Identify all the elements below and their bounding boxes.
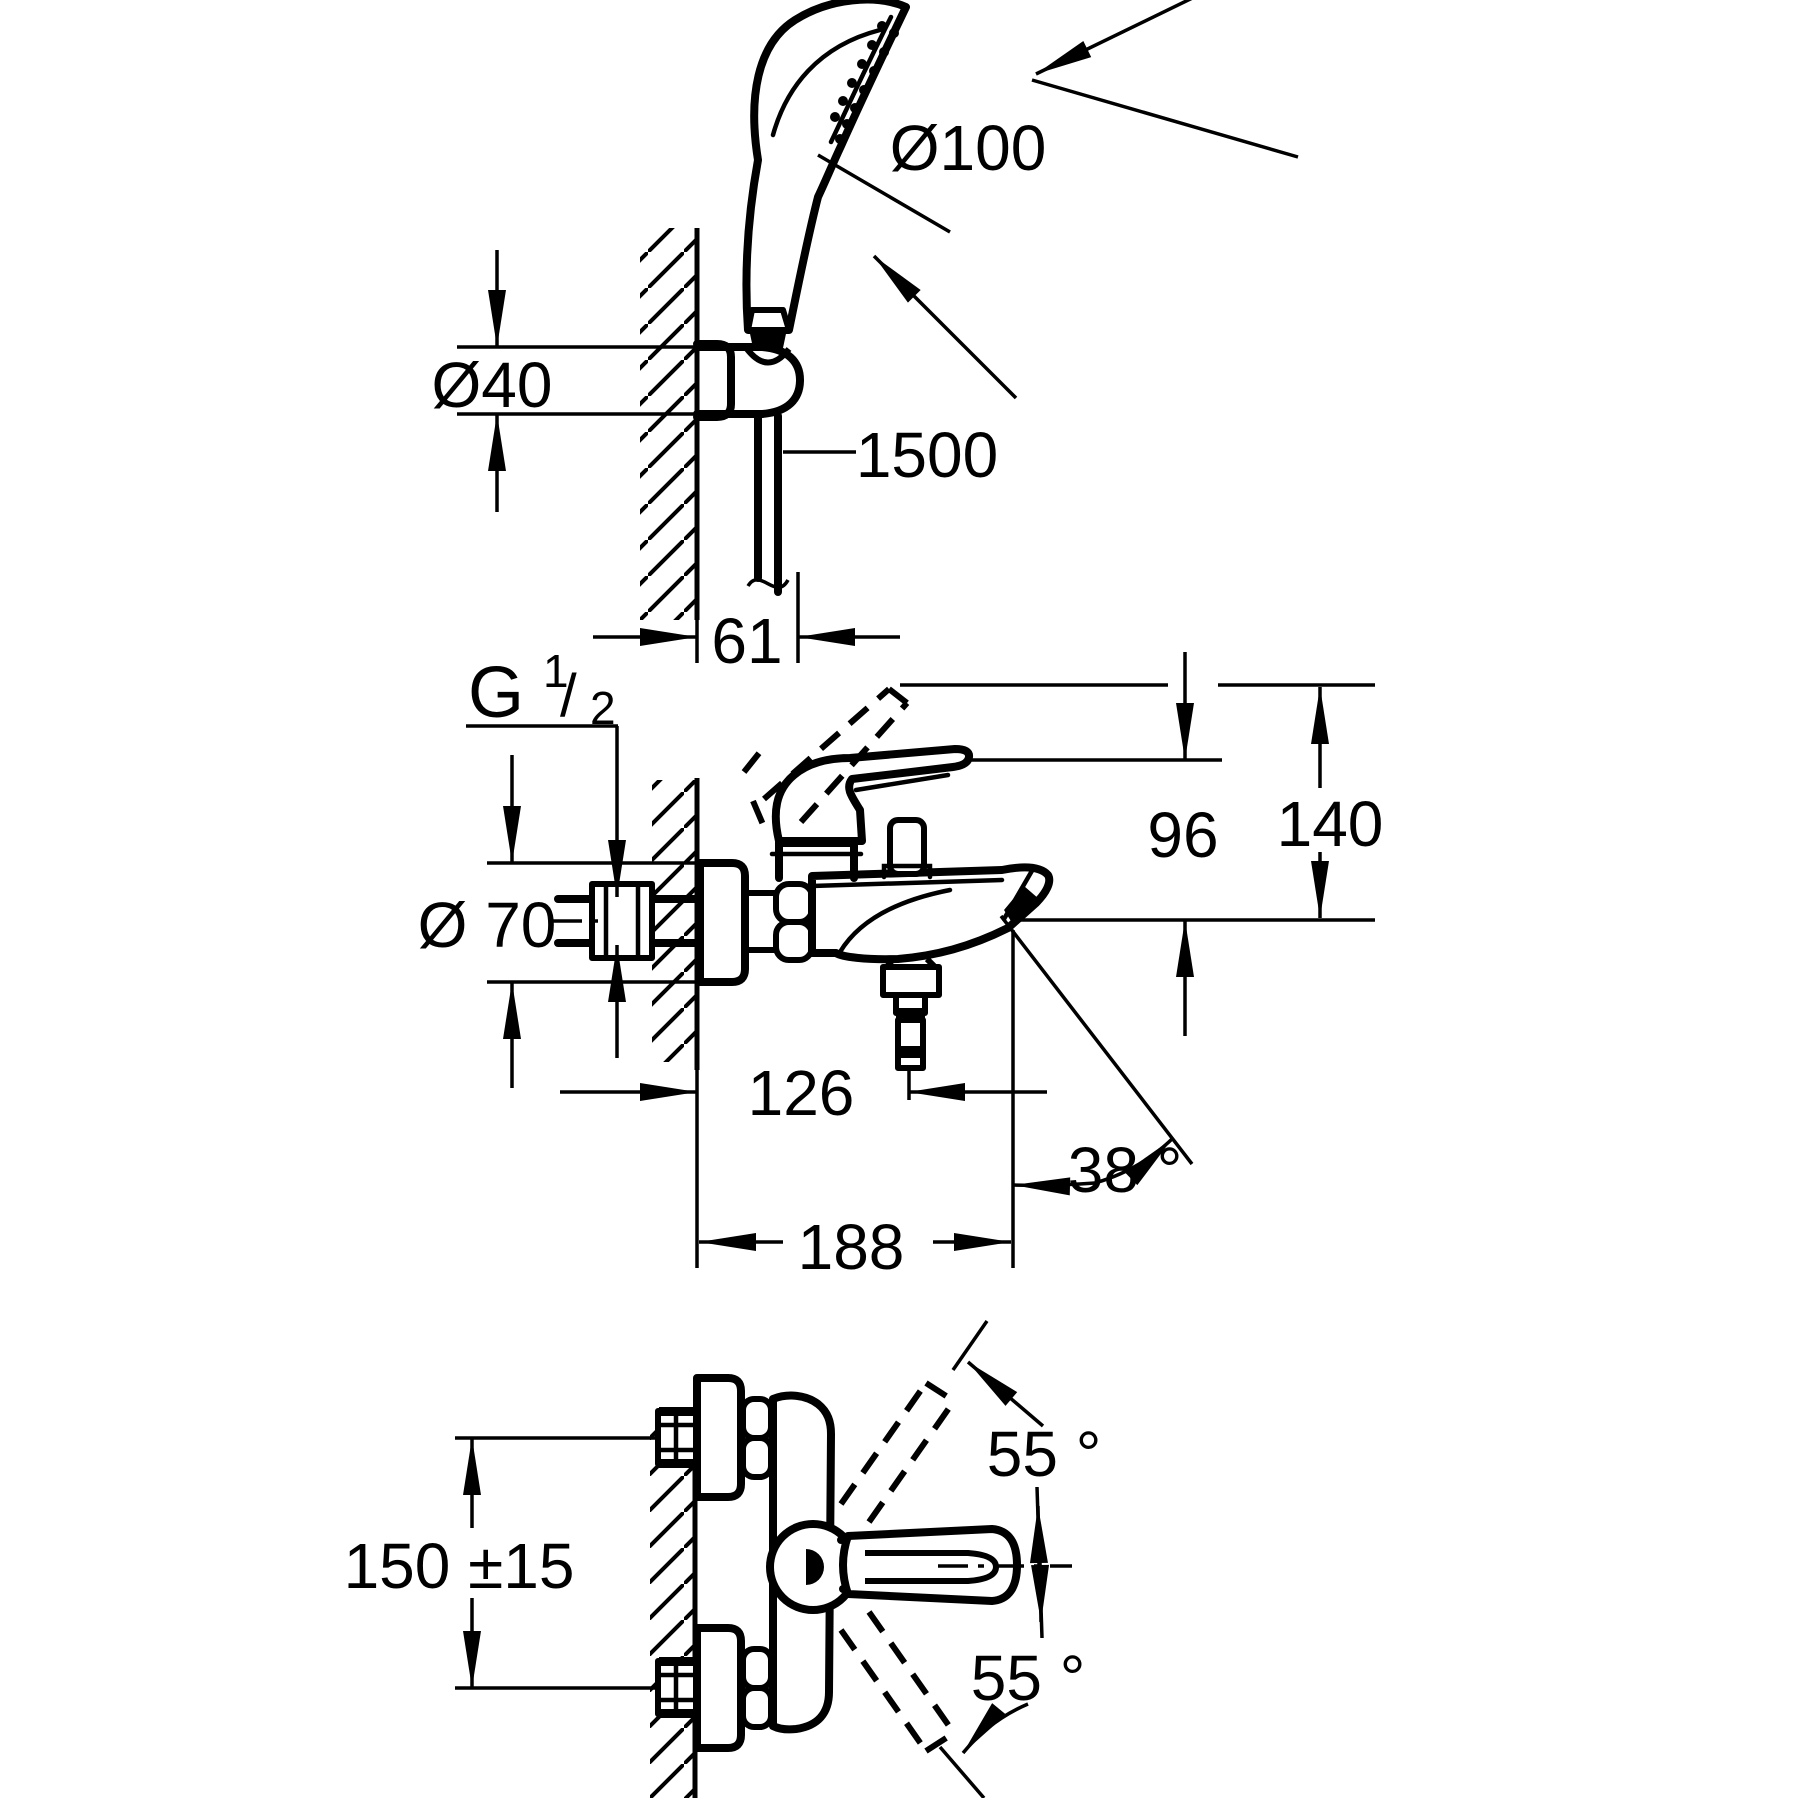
dim-spout-reach: 188 bbox=[699, 1211, 1011, 1283]
escutcheon bbox=[696, 859, 749, 986]
face-plate-line bbox=[828, 14, 894, 145]
lever-swing-dashed-down bbox=[838, 1610, 957, 1754]
dim-hose-length: 1500 bbox=[783, 419, 998, 491]
dim-handle-height-label: 96 bbox=[1147, 799, 1218, 871]
lever-handle-raised bbox=[741, 686, 910, 836]
lever-handle-plan bbox=[839, 1525, 1021, 1605]
hose-outlet bbox=[880, 956, 942, 1100]
thread-prefix: G bbox=[468, 653, 524, 733]
dim-escutcheon-diameter: Ø 70 bbox=[418, 755, 700, 1088]
thread-numerator: 1 bbox=[543, 645, 569, 697]
dim-total-height: 140 bbox=[1277, 687, 1384, 918]
dim-bolt-spacing-label: 150 ±15 bbox=[344, 1530, 575, 1602]
spout-outlet bbox=[1004, 886, 1039, 926]
hub-mark bbox=[806, 1549, 824, 1585]
thread-slash: / bbox=[560, 662, 577, 729]
head-inner-contour bbox=[770, 27, 883, 138]
lever-swing-dashed-up bbox=[838, 1380, 957, 1524]
shower-hose bbox=[746, 412, 790, 596]
thread-denominator: 2 bbox=[590, 682, 616, 734]
dim-escutcheon-diameter-label: Ø 70 bbox=[418, 889, 557, 961]
hose-break-symbol bbox=[746, 578, 790, 589]
wall-hatch bbox=[640, 228, 697, 620]
wall-hatch bbox=[650, 1416, 695, 1798]
dim-head-diameter: Ø100 bbox=[817, 0, 1299, 400]
wall-holder bbox=[693, 340, 804, 421]
height-reference-lines bbox=[900, 683, 1375, 922]
dim-holder-depth-label: 61 bbox=[711, 605, 782, 677]
dim-total-height-label: 140 bbox=[1277, 788, 1384, 860]
dim-outlet-offset: 126 bbox=[560, 1057, 1047, 1129]
union-nut-top bbox=[740, 1396, 774, 1480]
handle-cone bbox=[745, 307, 792, 333]
dim-spout-angle: 38 ° bbox=[999, 914, 1194, 1268]
dim-spout-reach-label: 188 bbox=[798, 1211, 905, 1283]
mixer-body-spout bbox=[808, 863, 1054, 964]
dim-holder-diameter-label: Ø40 bbox=[432, 349, 553, 421]
wall-hatch bbox=[652, 780, 697, 1062]
dim-lever-swing-up: 55 ° bbox=[966, 1360, 1102, 1490]
dim-lever-swing-down: 55 ° bbox=[961, 1642, 1086, 1755]
dim-holder-diameter: Ø40 bbox=[432, 250, 697, 512]
spray-face-dots bbox=[830, 21, 899, 144]
dim-holder-depth: 61 bbox=[593, 572, 900, 677]
dim-thread-size: G 1 / 2 bbox=[466, 645, 626, 1058]
dim-hose-length-label: 1500 bbox=[856, 419, 998, 491]
dim-head-diameter-label: Ø100 bbox=[890, 112, 1047, 184]
dim-outlet-offset-label: 126 bbox=[748, 1057, 855, 1129]
lever-handle bbox=[771, 745, 974, 845]
dim-handle-height: 96 bbox=[1147, 652, 1219, 1036]
dim-lever-swing-up-label: 55 ° bbox=[987, 1418, 1102, 1490]
swing-angle-ticks bbox=[938, 1320, 1050, 1798]
dim-bolt-spacing: 150 ±15 bbox=[344, 1436, 658, 1690]
diverter-knob bbox=[881, 817, 933, 880]
mounting-bolt-bottom bbox=[655, 1657, 699, 1718]
hand-shower-view: Ø100 Ø40 1500 61 bbox=[432, 0, 1299, 677]
union-nut-bottom bbox=[740, 1646, 774, 1730]
union-nut bbox=[773, 881, 815, 963]
dim-spout-angle-label: 38 ° bbox=[1068, 1134, 1183, 1206]
holder-knob bbox=[758, 343, 804, 418]
mounting-bolt-top bbox=[655, 1407, 699, 1468]
mixer-top-view: 55 ° 55 ° 150 ±15 bbox=[344, 1320, 1102, 1798]
mixer-side-view: G 1 / 2 Ø 70 96 bbox=[418, 645, 1384, 1283]
escutcheon-top bbox=[693, 1374, 745, 1501]
dim-lever-swing-down-label: 55 ° bbox=[971, 1642, 1086, 1714]
escutcheon-bottom bbox=[693, 1624, 745, 1752]
